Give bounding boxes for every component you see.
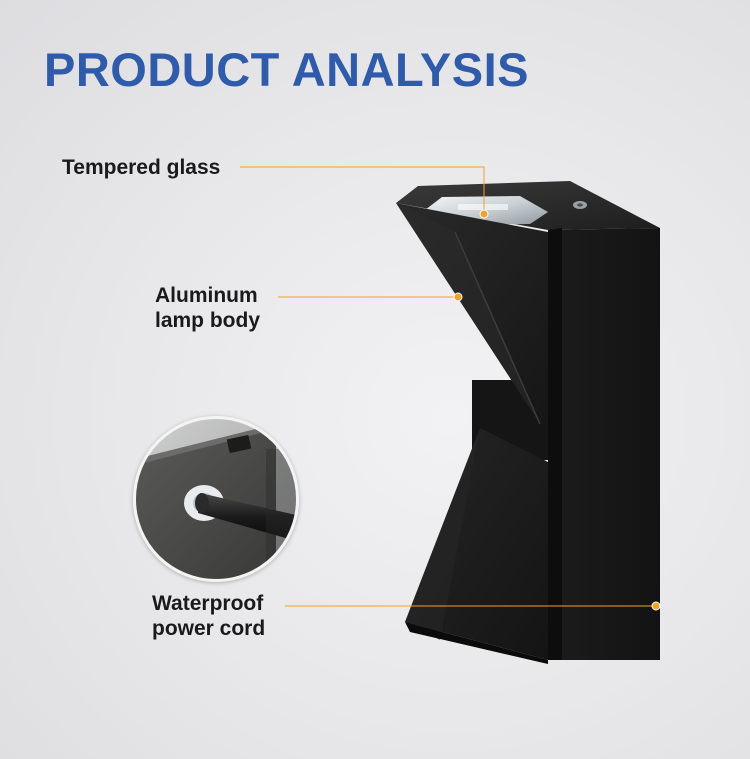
label-waterproof-cord: Waterproof power cord xyxy=(152,591,265,641)
label-tempered-glass-text: Tempered glass xyxy=(62,156,221,179)
power-cable xyxy=(198,493,296,541)
leader-line-glass xyxy=(240,166,485,214)
leader-lines xyxy=(240,166,656,607)
mount-bracket xyxy=(226,434,252,454)
leader-dots xyxy=(453,209,661,611)
dot-glass xyxy=(479,209,489,219)
dot-cord xyxy=(651,601,661,611)
label-aluminum-body: Aluminum lamp body xyxy=(155,283,260,333)
cord-detail-inset xyxy=(133,416,299,582)
dot-body xyxy=(453,292,463,302)
cord-detail-illustration xyxy=(136,419,296,579)
page-title: PRODUCT ANALYSIS xyxy=(44,43,530,96)
label-aluminum-body-line2: lamp body xyxy=(155,309,261,332)
label-waterproof-cord-line1: Waterproof xyxy=(152,592,264,615)
lamp-back-column xyxy=(548,228,660,660)
glass-reflection xyxy=(458,204,508,210)
label-waterproof-cord-line2: power cord xyxy=(152,617,266,640)
label-aluminum-body-line1: Aluminum xyxy=(155,284,258,307)
label-tempered-glass: Tempered glass xyxy=(62,155,220,180)
